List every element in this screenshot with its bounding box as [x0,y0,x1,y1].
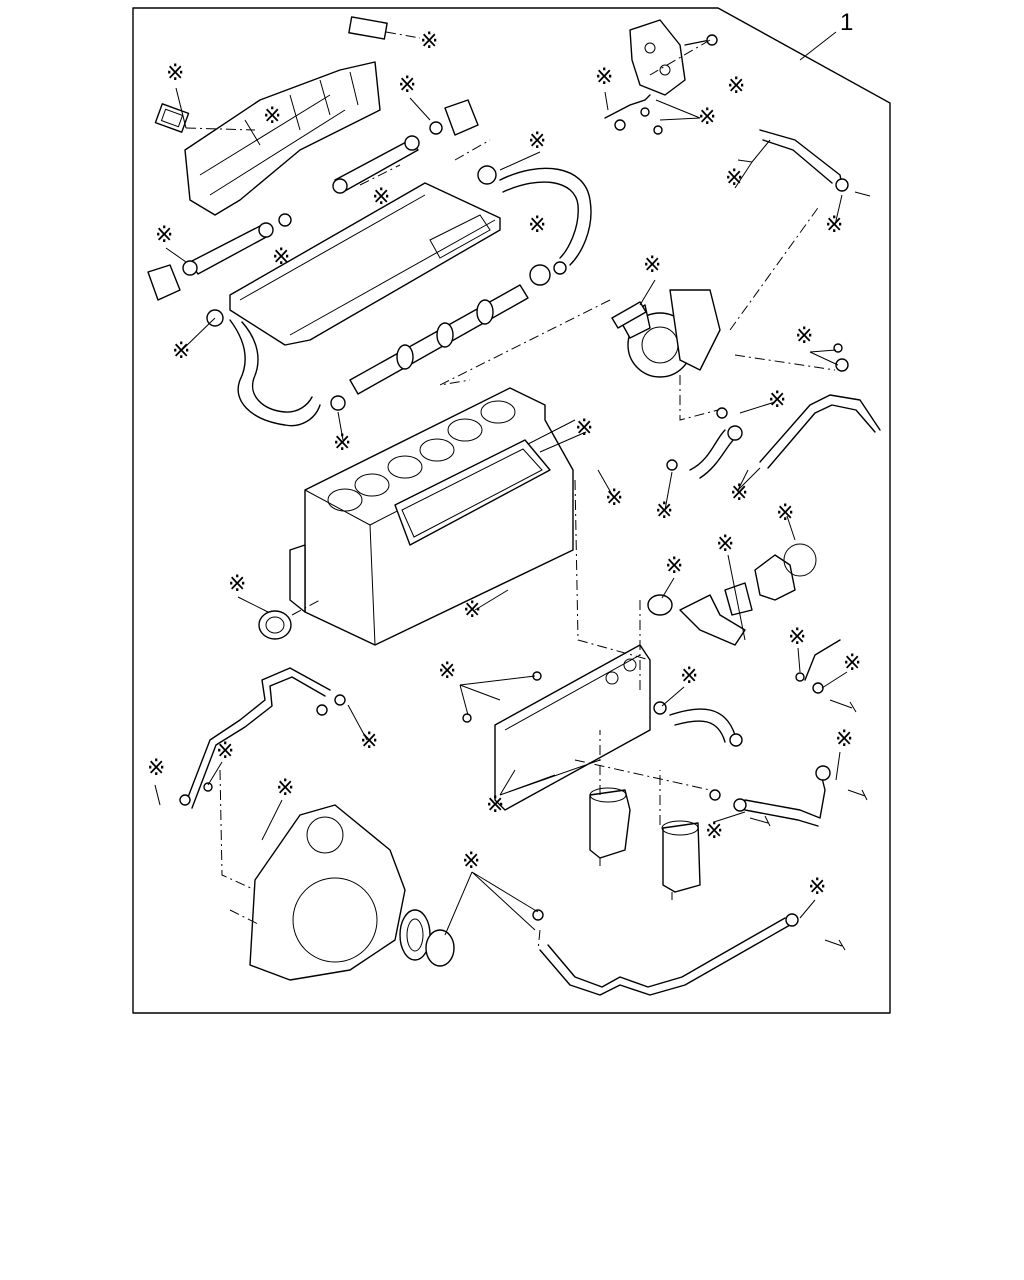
fuel-line-right [744,769,826,819]
fuel-return-line [539,924,791,996]
water-outlet [647,582,753,646]
kit-marker: ※ [462,849,480,874]
coolant-hose-left [229,319,321,427]
camshaft [349,261,567,395]
kit-marker: ※ [795,324,813,349]
bolt-4 [749,815,771,827]
kit-marker: ※ [147,756,165,781]
kit-marker: ※ [825,213,843,238]
kit-marker: ※ [835,727,853,752]
egr-cooler-upper [332,99,479,194]
kit-marker: ※ [605,486,623,511]
turbo-gasket [611,301,647,329]
kit-marker: ※ [727,74,745,99]
kit-marker: ※ [438,659,456,684]
kit-marker: ※ [575,416,593,441]
kit-marker: ※ [263,104,281,129]
kit-marker: ※ [228,572,246,597]
bolt-2 [847,789,868,801]
kit-marker: ※ [730,481,748,506]
kit-marker: ※ [768,388,786,413]
rocker-cover [229,182,501,346]
turbocharger [619,289,721,378]
kit-marker: ※ [776,501,794,526]
kit-marker: ※ [333,431,351,456]
oil-line-top [604,94,651,119]
kit-marker: ※ [172,339,190,364]
kit-marker: ※ [808,875,826,900]
fuel-pipe-small [804,639,841,681]
intake-manifold [184,61,381,216]
kit-marker: ※ [272,245,290,270]
kit-marker: ※ [463,598,481,623]
kit-marker: ※ [166,61,184,86]
kit-marker: ※ [155,223,173,248]
kit-marker: ※ [276,776,294,801]
fuel-filter-secondary [661,820,701,900]
kit-marker: ※ [716,532,734,557]
top-flange-gasket [348,16,388,40]
callout-number: 1 [840,9,853,36]
kit-marker: ※ [655,499,673,524]
oil-cooler-cover [462,644,651,811]
turbo-drain-elbow [689,429,726,471]
o-ring-large [425,929,455,967]
block-side-gasket [394,439,551,546]
bolt-1 [829,699,857,713]
kit-marker: ※ [216,739,234,764]
kit-marker: ※ [725,166,743,191]
marker-leaders [154,87,848,936]
crankshaft-seal [258,610,292,640]
coolant-hose-upper [499,167,592,266]
kit-marker: ※ [788,625,806,650]
thermostat-housing [754,543,817,601]
ring-gear [399,909,431,961]
kit-marker: ※ [528,129,546,154]
kit-marker: ※ [680,664,698,689]
kit-marker: ※ [665,554,683,579]
diagram-frame [132,7,891,1014]
kit-marker: ※ [705,819,723,844]
kit-marker: ※ [528,213,546,238]
kit-marker: ※ [595,65,613,90]
kit-marker: ※ [486,793,504,818]
kit-marker: ※ [843,651,861,676]
kit-marker: ※ [698,105,716,130]
kit-markers: ※ ※ ※ ※ ※ ※ ※ ※ ※ ※ ※ ※ ※ ※ ※ ※ ※ ※ ※ ※ … [147,29,861,900]
kit-marker: ※ [372,185,390,210]
fuel-filter-primary [589,787,631,866]
egr-cooler-lower [147,213,292,301]
fuel-line-left [184,667,331,806]
bolt-3 [824,939,846,951]
coolant-hose-right [669,708,736,736]
turbo-oil-return-pipe [759,394,881,463]
callout-leader [799,31,837,61]
kit-marker: ※ [398,73,416,98]
assembly-lines [219,39,836,951]
kit-marker: ※ [420,29,438,54]
flywheel-housing [249,804,406,981]
kit-marker: ※ [643,253,661,278]
front-cover-housing [629,19,718,96]
